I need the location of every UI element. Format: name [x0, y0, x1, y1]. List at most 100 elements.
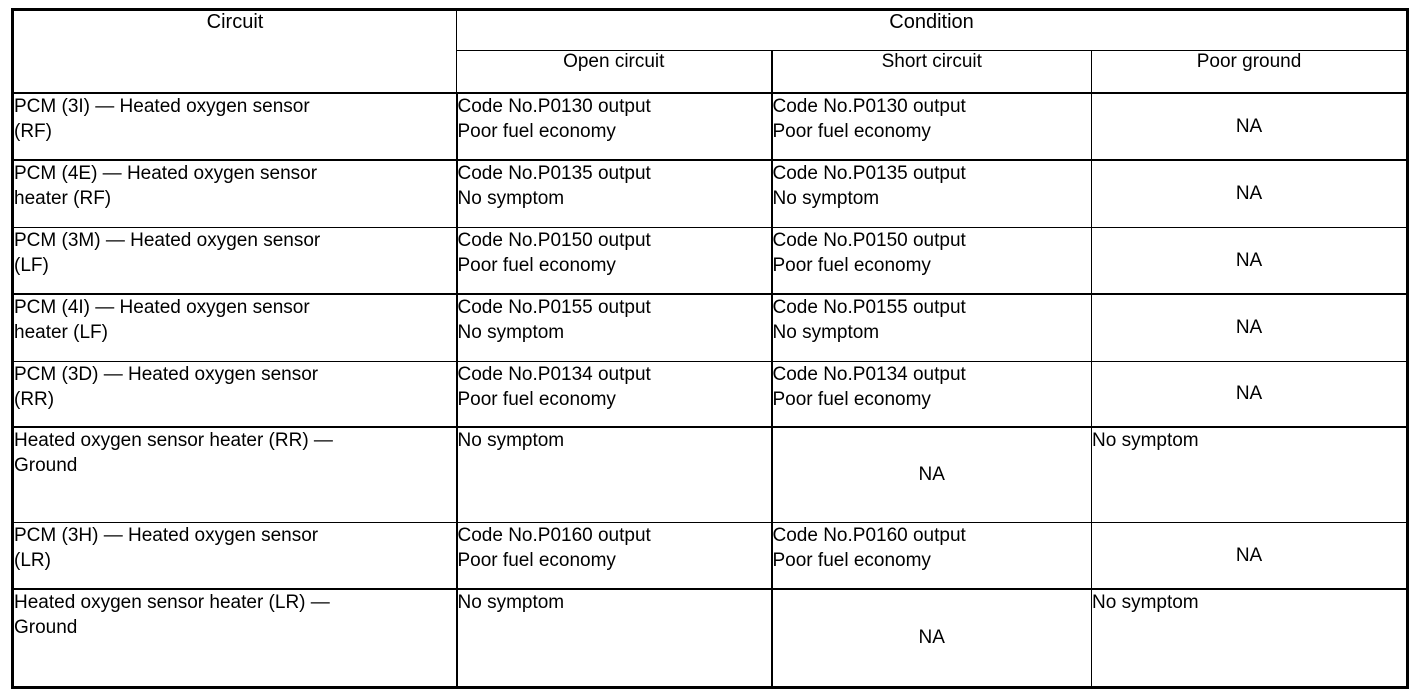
header-condition: Condition — [455, 9, 1409, 51]
cell-open-circuit-line: Code No.P0130 output — [457, 96, 651, 117]
cell-short-circuit: NA — [770, 588, 1092, 688]
cell-circuit-line: (RR) — [14, 388, 55, 410]
circuit-condition-table: Circuit Condition Open circuit Short cir… — [11, 8, 1410, 689]
cell-poor-ground: No symptom — [1090, 588, 1409, 688]
cell-circuit-line: heater (LF) — [14, 322, 108, 344]
header-circuit: Circuit — [12, 9, 457, 94]
cell-circuit: Heated oxygen sensor heater (RR) — Ground — [12, 426, 458, 523]
cell-circuit-line: PCM (3I) — Heated oxygen sensor — [14, 96, 310, 117]
cell-short-circuit-line: Poor fuel economy — [772, 549, 931, 571]
cell-short-circuit-line: No symptom — [772, 188, 880, 210]
cell-short-circuit-line: Poor fuel economy — [772, 121, 931, 143]
table-row: PCM (4E) — Heated oxygen sensor heater (R… — [12, 159, 1409, 228]
header-row-sub: Open circuit Short circuit Poor ground — [13, 50, 1409, 94]
cell-circuit: PCM (3H) — Heated oxygen sensor (LR) — [12, 521, 458, 590]
cell-circuit: PCM (3I) — Heated oxygen sensor (RF) — [12, 92, 458, 161]
cell-poor-ground: NA — [1090, 226, 1409, 295]
cell-poor-ground: No symptom — [1090, 426, 1409, 523]
table-row: PCM (4I) — Heated oxygen sensor heater (L… — [12, 293, 1409, 362]
cell-short-circuit-line: Poor fuel economy — [772, 254, 931, 276]
cell-short-circuit-line: Code No.P0135 output — [772, 163, 966, 184]
cell-poor-ground-line: No symptom — [1092, 592, 1199, 613]
cell-open-circuit-line: No symptom — [457, 430, 565, 451]
table-header: Circuit Condition Open circuit Short cir… — [12, 9, 1409, 94]
cell-circuit: PCM (4E) — Heated oxygen sensor heater (R… — [12, 159, 458, 228]
cell-open-circuit-line: Code No.P0155 output — [457, 297, 651, 318]
cell-circuit-line: PCM (3M) — Heated oxygen sensor — [14, 229, 321, 251]
cell-short-circuit-line: No symptom — [772, 322, 880, 344]
cell-circuit-line: heater (RF) — [14, 188, 112, 210]
cell-circuit-line: PCM (4I) — Heated oxygen sensor — [14, 297, 310, 318]
cell-circuit-line: (RF) — [14, 121, 52, 143]
cell-circuit-line: (LF) — [14, 254, 49, 276]
cell-circuit-line: Ground — [14, 617, 78, 639]
cell-poor-ground-line: NA — [1235, 544, 1263, 566]
table-row: PCM (3I) — Heated oxygen sensor (RF) Code … — [12, 92, 1409, 161]
table-row: PCM (3H) — Heated oxygen sensor (LR) Code … — [12, 521, 1409, 590]
cell-circuit-line: Ground — [14, 455, 78, 477]
cell-short-circuit: Code No.P0135 output No symptom — [770, 159, 1092, 228]
cell-open-circuit-line: Poor fuel economy — [457, 254, 616, 276]
cell-circuit: PCM (4I) — Heated oxygen sensor heater (L… — [12, 293, 458, 362]
cell-circuit-line: PCM (4E) — Heated oxygen sensor — [14, 163, 318, 184]
cell-open-circuit: No symptom — [456, 588, 772, 688]
header-open-circuit: Open circuit — [456, 50, 772, 94]
cell-open-circuit-line: Code No.P0135 output — [457, 163, 651, 184]
cell-short-circuit-line: Code No.P0160 output — [772, 524, 966, 546]
cell-circuit: PCM (3D) — Heated oxygen sensor (RR) — [12, 360, 458, 428]
cell-open-circuit-line: No symptom — [457, 188, 565, 210]
table-body: PCM (3I) — Heated oxygen sensor (RF) Code … — [12, 92, 1409, 688]
header-short-circuit: Short circuit — [770, 50, 1092, 94]
table-row: PCM (3D) — Heated oxygen sensor (RR) Code … — [12, 360, 1409, 428]
cell-short-circuit-line: NA — [918, 464, 945, 486]
cell-circuit-line: (LR) — [14, 549, 51, 571]
cell-open-circuit: Code No.P0135 output No symptom — [456, 159, 772, 228]
cell-poor-ground-line: NA — [1235, 249, 1263, 271]
cell-short-circuit-line: Code No.P0150 output — [772, 229, 966, 251]
table-row: Heated oxygen sensor heater (RR) — Ground… — [12, 426, 1409, 523]
cell-short-circuit-line: Code No.P0155 output — [772, 297, 966, 318]
cell-open-circuit-line: Code No.P0160 output — [457, 524, 651, 546]
cell-short-circuit-line: Code No.P0130 output — [772, 96, 966, 117]
cell-circuit: PCM (3M) — Heated oxygen sensor (LF) — [12, 226, 458, 295]
cell-circuit: Heated oxygen sensor heater (LR) —Ground — [12, 588, 458, 688]
cell-short-circuit-line: Poor fuel economy — [772, 388, 931, 410]
header-row-top: Circuit Condition — [12, 9, 1409, 94]
cell-open-circuit-line: Poor fuel economy — [457, 549, 616, 571]
cell-poor-ground: NA — [1090, 293, 1409, 362]
cell-poor-ground-line: NA — [1235, 383, 1263, 405]
cell-open-circuit-line: No symptom — [457, 322, 565, 344]
cell-open-circuit-line: Code No.P0150 output — [457, 229, 651, 251]
table-row: PCM (3M) — Heated oxygen sensor (LF) Code … — [12, 226, 1409, 295]
cell-circuit-line: Heated oxygen sensor heater (RR) — — [14, 430, 333, 451]
cell-short-circuit-line: Code No.P0134 output — [772, 363, 966, 385]
cell-open-circuit: Code No.P0155 output No symptom — [456, 293, 772, 362]
cell-poor-ground: NA — [1090, 360, 1409, 428]
cell-poor-ground-line: NA — [1235, 317, 1263, 339]
cell-short-circuit: Code No.P0155 output No symptom — [770, 293, 1092, 362]
cell-open-circuit-line: No symptom — [457, 592, 565, 613]
cell-poor-ground-line: NA — [1235, 183, 1263, 205]
cell-open-circuit: No symptom — [456, 426, 772, 523]
cell-circuit-line: PCM (3H) — Heated oxygen sensor — [14, 524, 319, 546]
cell-poor-ground: NA — [1090, 521, 1409, 590]
table-row: Heated oxygen sensor heater (LR) —Ground… — [12, 588, 1409, 688]
header-poor-ground: Poor ground — [1090, 50, 1409, 94]
cell-open-circuit-line: Code No.P0134 output — [457, 363, 651, 385]
cell-short-circuit: NA — [770, 426, 1092, 523]
cell-circuit-line: PCM (3D) — Heated oxygen sensor — [14, 363, 319, 385]
cell-poor-ground-line: No symptom — [1092, 430, 1199, 451]
cell-open-circuit-line: Poor fuel economy — [457, 388, 616, 410]
cell-poor-ground: NA — [1090, 159, 1409, 228]
cell-poor-ground: NA — [1090, 92, 1409, 161]
cell-poor-ground-line: NA — [1235, 115, 1263, 137]
cell-short-circuit-line: NA — [918, 627, 945, 649]
